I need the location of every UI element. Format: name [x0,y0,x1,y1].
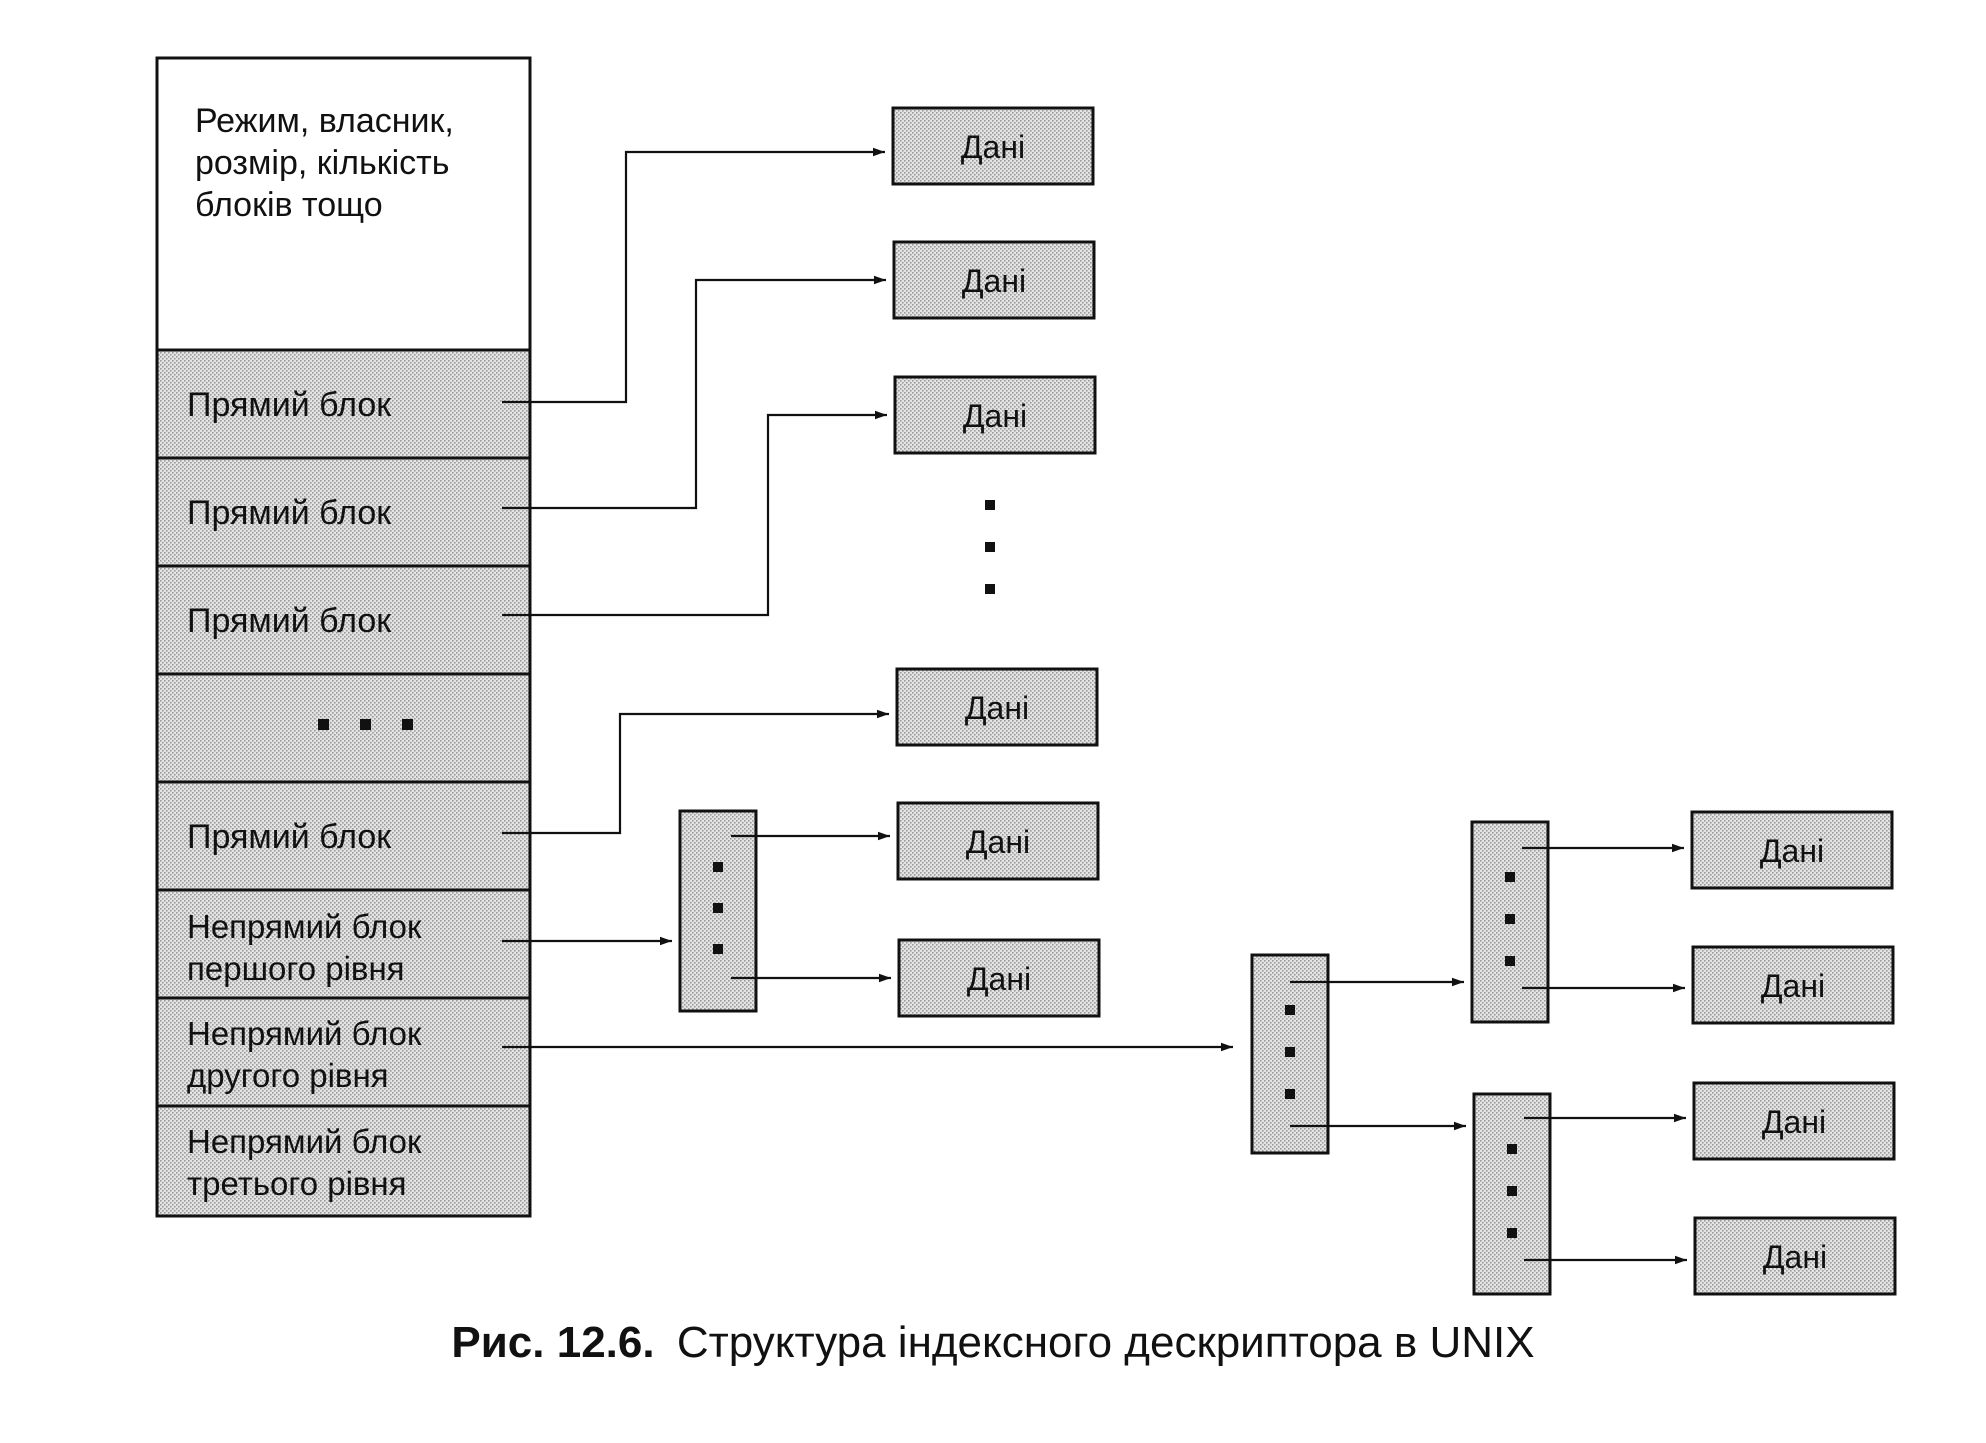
direct-block-label-4: Прямий блок [187,818,392,856]
arrow-direct-2 [502,275,886,510]
ellipsis-dot-3 [402,719,413,730]
arrow-direct-1 [502,147,885,404]
data-box-4 [895,667,1099,747]
data-box-6-label: Дані [967,961,1031,997]
data-box-5 [896,801,1100,881]
ellipsis-dot-2 [360,719,371,730]
vertical-ellipsis-dot-3 [985,584,995,594]
indirect-1-label: Непрямий блок першого рівня [187,908,431,987]
data-box-8 [1691,945,1895,1025]
indirect-3-label: Непрямий блок третього рівня [187,1123,431,1202]
data-box-3 [893,375,1097,455]
direct-data-column: Дані Дані Дані Дані Дані Дані [891,106,1101,1018]
data-box-1-label: Дані [961,129,1025,165]
indirect-1-cell [155,888,532,1000]
second-level-lower-dot-2 [1507,1186,1517,1196]
indirect-3-line-1: Непрямий блок [187,1123,422,1160]
direct-block-label-1: Прямий блок [187,386,392,424]
indirect-3-line-2: третього рівня [187,1165,407,1202]
ellipsis-dot-1 [318,719,329,730]
figure-number: Рис. 12.6. [451,1318,655,1367]
data-box-10 [1693,1216,1897,1296]
indirect-data-column: Дані Дані Дані Дані [1690,810,1897,1296]
second-level-lower-dot-1 [1507,1144,1517,1154]
arrow-direct-4 [502,709,889,835]
inode-table: Режим, власник, розмір, кількість блоків… [155,56,532,1218]
figure-caption: Рис. 12.6. Структура індексного дескрипт… [0,1318,1986,1368]
connectors [502,147,1687,1265]
direct-block-label-2: Прямий блок [187,494,392,532]
data-box-9-label: Дані [1762,1104,1826,1140]
single-indirect-dot-2 [713,903,723,913]
data-box-1 [891,106,1095,186]
vertical-ellipsis-dot-1 [985,500,995,510]
data-box-10-label: Дані [1763,1239,1827,1275]
arrow-direct-3 [502,410,887,617]
indirect-3-cell [155,1104,532,1218]
figure-title: Структура індексного дескриптора в UNIX [676,1318,1535,1367]
data-box-4-label: Дані [965,690,1029,726]
double-indirect-dot-2 [1285,1047,1295,1057]
data-box-8-label: Дані [1761,968,1825,1004]
double-indirect-dot-1 [1285,1005,1295,1015]
ellipsis-cell [155,672,532,784]
second-level-lower-dot-3 [1507,1228,1517,1238]
indirect-1-line-1: Непрямий блок [187,908,422,945]
data-box-7-label: Дані [1760,833,1824,869]
second-level-upper-dot-3 [1505,956,1515,966]
data-box-3-label: Дані [963,398,1027,434]
data-box-5-label: Дані [966,824,1030,860]
second-level-upper-dot-2 [1505,914,1515,924]
inode-header-text: Режим, власник, розмір, кількість блоків… [195,102,463,224]
single-indirect-dot-3 [713,944,723,954]
direct-block-label-3: Прямий блок [187,602,392,640]
indirect-2-label: Непрямий блок другого рівня [187,1015,431,1094]
single-indirect-block [678,809,758,1013]
double-indirect-dot-3 [1285,1089,1295,1099]
data-box-2 [892,240,1096,320]
inode-header-line-2: розмір, кількість [195,144,449,182]
indirect-2-line-1: Непрямий блок [187,1015,422,1052]
data-box-9 [1692,1081,1896,1161]
single-indirect-dot-1 [713,862,723,872]
inode-header-line-3: блоків тощо [195,186,383,224]
indirect-2-line-2: другого рівня [187,1057,389,1094]
double-indirect-blocks [1250,820,1552,1296]
inode-header-line-1: Режим, власник, [195,102,454,140]
data-box-2-label: Дані [962,263,1026,299]
inode-header-cell [155,56,532,352]
second-level-upper-dot-1 [1505,872,1515,882]
data-box-7 [1690,810,1894,890]
data-box-6 [897,938,1101,1018]
vertical-ellipsis-dot-2 [985,542,995,552]
indirect-1-line-2: першого рівня [187,950,405,987]
